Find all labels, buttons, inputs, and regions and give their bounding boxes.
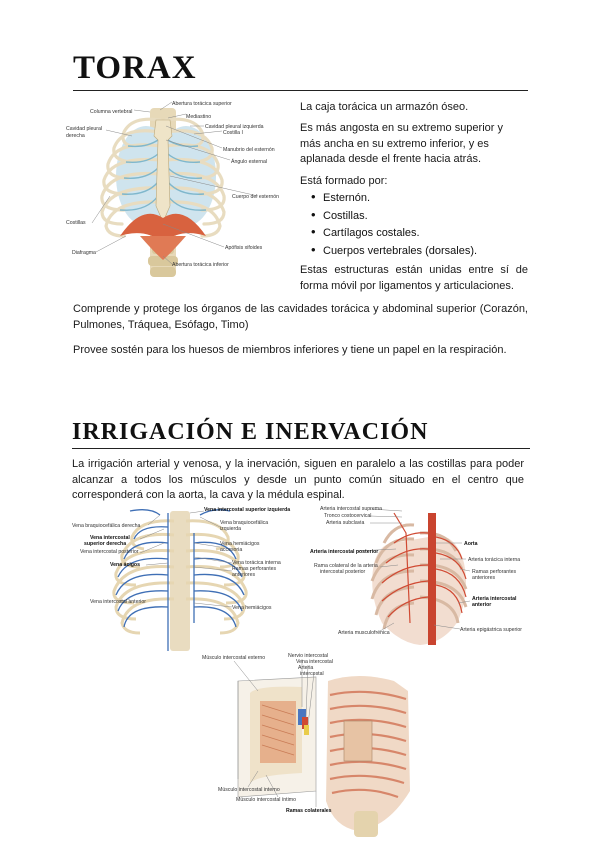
- label-vena-braquiocefalica-izq-2: izquierda: [220, 526, 241, 532]
- protects-paragraph: Comprende y protege los órganos de las c…: [73, 303, 528, 331]
- label-vena-intercostal-anterior: Vena intercostal anterior: [90, 599, 146, 605]
- label-tronco-costocervical: Tronco costocervical: [324, 513, 371, 519]
- label-cuerpo-esternon: Cuerpo del esternón: [232, 194, 279, 200]
- label-arteria-intercostal-posterior: Arteria intercostal posterior: [310, 549, 378, 555]
- label-ramas-perforantes-anteriores-2: anteriores: [472, 575, 495, 581]
- label-abertura-superior: Abertura torácica superior: [172, 101, 232, 107]
- label-vena-toracica-interna: Vena torácica interna: [232, 560, 281, 566]
- label-vena-braquiocefalica-der: Vena braquiocefálica derecha: [72, 523, 140, 529]
- label-cavidad-derecha-2: derecha: [66, 133, 85, 139]
- label-arteria-toracica-interna: Arteria torácica interna: [468, 557, 520, 563]
- section-title: IRRIGACIÓN E INERVACIÓN: [72, 419, 429, 445]
- label-vena-intercostal-sup-izq: Vena intercostal superior izquierda: [204, 507, 290, 513]
- irrigation-paragraph: La irrigación arterial y venosa, y la in…: [72, 458, 524, 501]
- support-paragraph: Provee sostén para los huesos de miembro…: [73, 344, 507, 356]
- label-intercostal: intercostal: [300, 671, 324, 677]
- label-arteria-intercostal-anterior: Arteria intercostal: [472, 596, 517, 602]
- label-musculo-intercostal-interno: Músculo intercostal interno: [218, 787, 280, 793]
- arteries-figure: Arteria intercostal suprema Tronco costo…: [310, 506, 522, 645]
- intro-text: La caja torácica un armazón óseo.: [300, 101, 469, 113]
- label-vena-hemiacigos-accesoria-2: accesoria: [220, 547, 242, 553]
- label-vena-braquiocefalica-izq: Vena braquiocefálica: [220, 520, 268, 526]
- label-ramas-perforantes-2: anteriores: [232, 572, 255, 578]
- label-ramas-perforantes-anteriores: Ramas perforantes: [472, 569, 517, 575]
- list-item: Cartílagos costales.: [311, 224, 521, 242]
- title-underline: [73, 90, 528, 91]
- label-cavidad-derecha: Cavidad pleural: [66, 126, 102, 132]
- label-vena-intercostal-posterior: Vena intercostal posterior: [80, 549, 139, 555]
- label-apofisis-xifoides: Apófisis xifoides: [225, 245, 263, 251]
- label-ramas-perforantes: Ramas perforantes: [232, 566, 277, 572]
- label-arteria-intercostal-suprema: Arteria intercostal suprema: [320, 506, 382, 512]
- thoracic-cage-figure: Abertura torácica superior Columna verte…: [66, 101, 279, 277]
- label-manubrio: Manubrio del esternón: [223, 147, 275, 153]
- label-musculo-intercostal-intimo: Músculo intercostal íntimo: [236, 797, 296, 803]
- list-item: Esternón.: [311, 189, 521, 207]
- list-item: Costillas.: [311, 207, 521, 225]
- components-list: Esternón. Costillas. Cartílagos costales…: [311, 189, 521, 259]
- label-vena-intercostal: Vena intercostal: [296, 659, 333, 665]
- label-vena-hemiacigos-accesoria: Vena hemiácigos: [220, 541, 260, 547]
- shape-text: Es más angosta en su extremo superior y …: [300, 122, 503, 165]
- label-costilla-i: Costilla I: [223, 130, 243, 136]
- label-nervio-intercostal: Nervio intercostal: [288, 653, 328, 659]
- label-vena-hemiacigos: Vena hemiácigos: [232, 605, 272, 611]
- label-arteria-subclavia: Arteria subclavia: [326, 520, 364, 526]
- intercostal-figure: Músculo intercostal externo Nervio inter…: [202, 653, 410, 837]
- label-arteria: Arteria: [298, 665, 313, 671]
- page-title: TORAX: [73, 50, 197, 86]
- label-vena-acigos: Vena ácigos: [110, 562, 140, 568]
- label-ramas-colaterales: Ramas colaterales: [286, 808, 332, 814]
- label-vena-intercostal-sup-der: Vena intercostal: [90, 535, 130, 541]
- label-rama-colateral-2: intercostal posterior: [320, 569, 366, 575]
- veins-figure: Vena intercostal superior izquierda Vena…: [72, 507, 290, 651]
- label-musculo-intercostal-externo: Músculo intercostal externo: [202, 655, 265, 661]
- label-cavidad-izquierda: Cavidad pleural izquierda: [205, 124, 264, 130]
- label-angulo-esternal: Ángulo esternal: [231, 158, 267, 165]
- label-aorta: Aorta: [464, 541, 478, 547]
- formed-by-label: Está formado por:: [300, 175, 388, 187]
- label-rama-colateral: Rama colateral de la arteria: [314, 563, 378, 569]
- list-item: Cuerpos vertebrales (dorsales).: [311, 242, 521, 260]
- label-mediastino: Mediastino: [186, 114, 211, 120]
- label-arteria-intercostal-anterior-2: anterior: [472, 602, 491, 608]
- label-diafragma: Diafragma: [72, 250, 96, 256]
- section-underline: [72, 448, 530, 449]
- label-columna-vertebral: Columna vertebral: [90, 109, 132, 115]
- label-vena-intercostal-sup-der-2: superior derecha: [84, 541, 126, 547]
- label-abertura-inferior: Abertura torácica inferior: [172, 262, 229, 268]
- label-arteria-epigastrica-superior: Arteria epigástrica superior: [460, 627, 522, 633]
- joined-text: Estas estructuras están unidas entre sí …: [300, 264, 528, 292]
- label-arteria-musculofrenica: Arteria musculofrénica: [338, 630, 390, 636]
- label-costillas: Costillas: [66, 220, 86, 226]
